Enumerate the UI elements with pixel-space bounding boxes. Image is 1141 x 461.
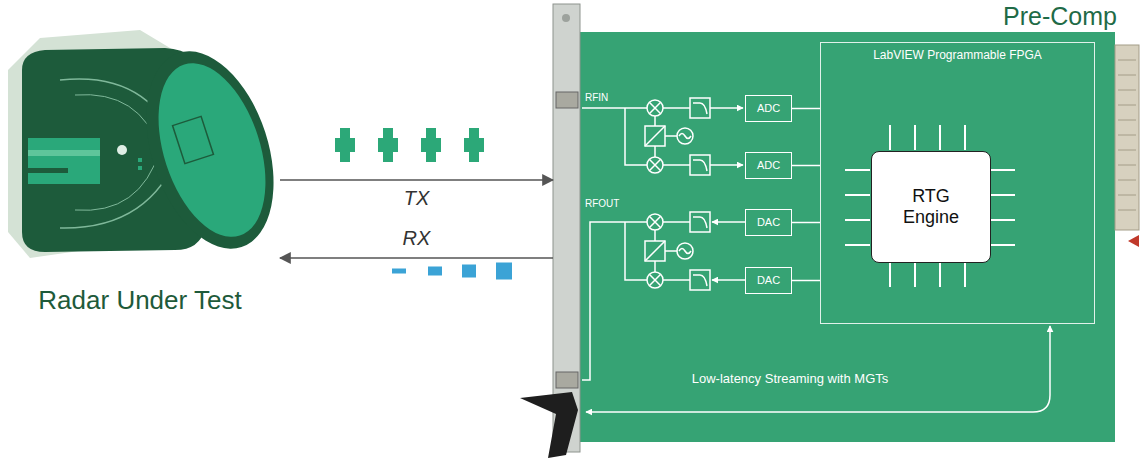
card-hardware: [556, 92, 578, 108]
chip-pins: [890, 262, 965, 287]
radar-illustration: [8, 30, 297, 265]
tx-arrow: [280, 179, 553, 181]
radar-illustration: [28, 150, 100, 156]
node-text: ADC: [757, 102, 780, 115]
tx-pulses: [378, 138, 398, 152]
tx-pulses: [464, 138, 484, 152]
card-hardware: [520, 4, 1139, 458]
rf-circuit: [582, 98, 745, 380]
card-hardware: [1128, 235, 1139, 247]
node-text: RTG Engine: [891, 186, 971, 227]
device-label: Radar Under Test: [0, 30, 280, 320]
tx-pulses: [335, 128, 484, 162]
radar-illustration: [123, 35, 296, 265]
rf-circuit: [582, 108, 647, 165]
adc-box: ADC: [745, 152, 792, 179]
rf-circuit: [645, 116, 677, 157]
fpga-region: RTG Engine LabVIEW Programmable FPGA: [820, 42, 1095, 324]
rf-circuit: [712, 279, 745, 281]
rf-circuit: [690, 155, 710, 175]
rf-circuit: [679, 249, 691, 254]
card-hardware: [556, 372, 578, 388]
instrument-card: ADC ADC DAC DAC RTG Engine LabVIEW Programmab…: [553, 10, 1115, 445]
tx-pulses: [335, 138, 355, 152]
streaming-arrow: [586, 326, 1050, 412]
radar-illustration: [138, 158, 142, 162]
radar-illustration: [117, 145, 127, 155]
radar-illustration: [28, 168, 68, 173]
node-text: Radar Under Test: [38, 286, 241, 316]
radar-illustration: [139, 50, 286, 251]
rf-circuit: [663, 222, 690, 280]
chip-pins: [990, 170, 1015, 245]
card-text: RFOUT: [585, 198, 619, 210]
rf-circuit: [693, 217, 707, 286]
data-bus-line: [792, 280, 820, 282]
rf-circuit: [712, 221, 745, 223]
rf-circuit: [710, 107, 743, 109]
rf-circuit: [645, 230, 677, 272]
card-hardware: [1115, 45, 1139, 230]
rf-circuit: [710, 164, 743, 166]
edge-label: RX: [400, 227, 434, 250]
rx-pulses: [392, 263, 512, 280]
rf-circuit: [690, 98, 710, 118]
radar-illustration: [138, 166, 142, 170]
edge-label: TX: [401, 187, 433, 210]
rf-circuit: [663, 108, 690, 165]
dac-box: DAC: [745, 267, 792, 294]
card-hardware: [553, 4, 580, 452]
node-text: LabVIEW Programmable FPGA: [873, 49, 1042, 63]
rf-circuit: [690, 212, 710, 232]
rx-pulses: [496, 263, 512, 280]
rtg-chip: RTG Engine: [871, 151, 991, 263]
node-text: DAC: [757, 274, 780, 287]
card-hardware: [520, 392, 578, 458]
rf-circuit: [690, 270, 710, 290]
card-hardware: [562, 14, 570, 22]
rx-pulses: [428, 267, 442, 276]
data-bus-line: [792, 108, 820, 110]
rf-circuit: [693, 103, 707, 171]
rx-pulses: [392, 269, 406, 274]
radar-illustration: [173, 116, 214, 163]
rf-circuit: [582, 222, 647, 380]
rx-arrow: [280, 257, 553, 259]
tx-pulses: [421, 138, 441, 152]
rf-circuit: [679, 134, 691, 139]
rx-pulses: [462, 265, 476, 278]
card-hardware: [580, 32, 1115, 442]
chip-pins: [845, 125, 1015, 287]
card-hardware: [1118, 60, 1136, 210]
dac-box: DAC: [745, 209, 792, 236]
data-bus-line: [792, 165, 820, 167]
data-bus-line: [792, 222, 820, 224]
chip-pins: [890, 125, 965, 150]
chip-pins: [845, 170, 870, 245]
card-text: RFIN: [585, 92, 608, 104]
node-text: ADC: [757, 159, 780, 172]
section-heading: Pre-Comp: [1003, 2, 1117, 31]
radar-illustration: [28, 138, 100, 184]
card-text: Low-latency Streaming with MGTs: [630, 372, 950, 387]
adc-box: ADC: [745, 95, 792, 122]
rf-circuit: [677, 243, 693, 259]
rf-circuit: [677, 128, 693, 144]
node-text: DAC: [757, 216, 780, 229]
streaming-arrow: [586, 326, 1050, 412]
